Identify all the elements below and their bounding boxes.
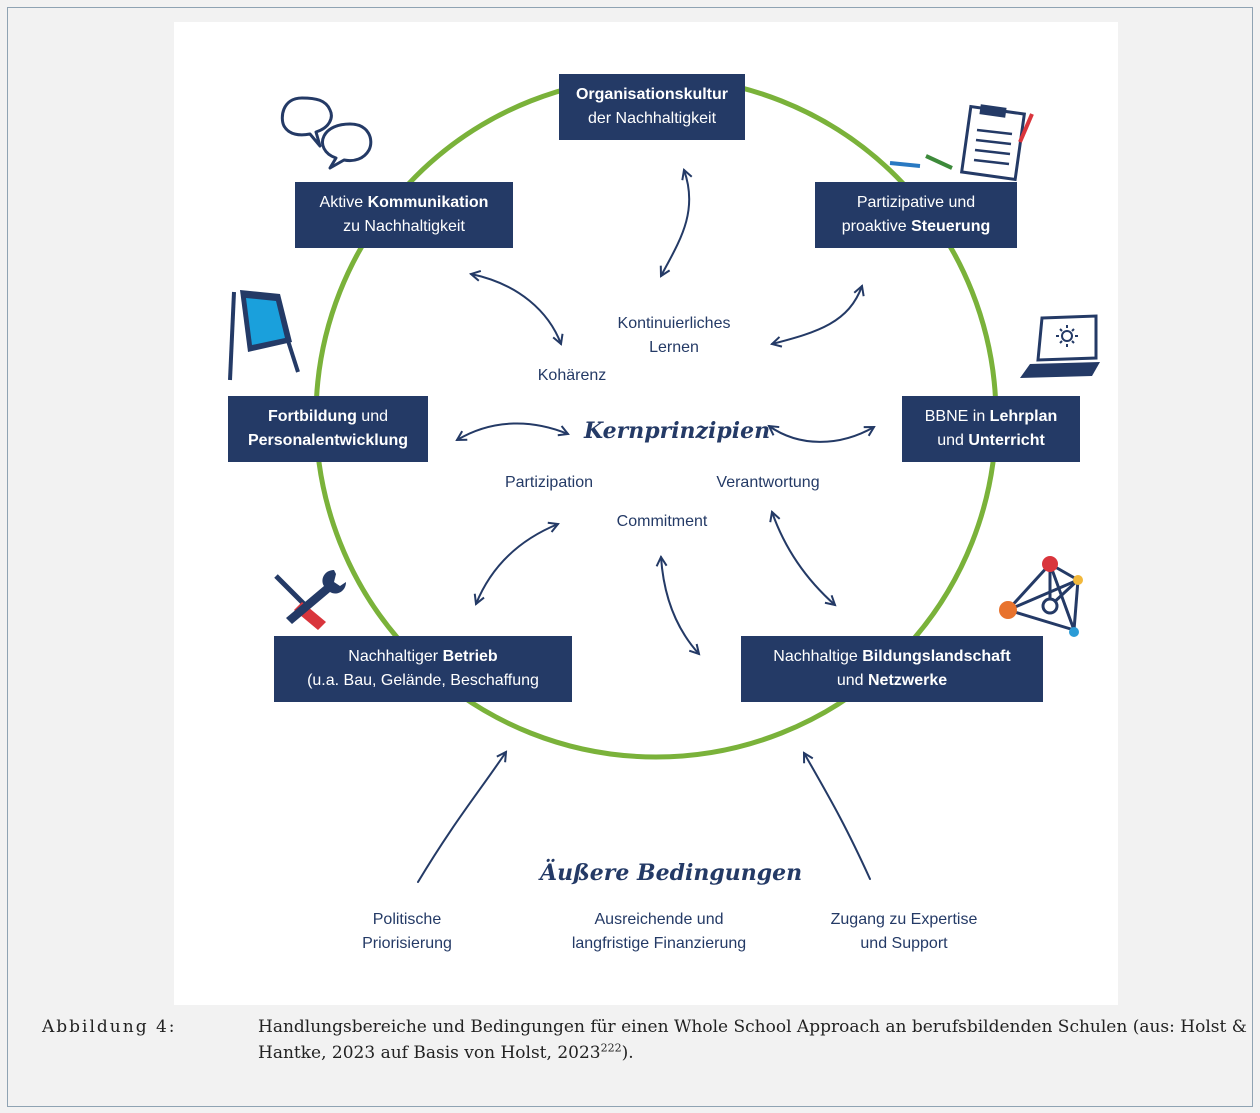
arrow-bildung	[772, 512, 835, 605]
arrow-expertise	[804, 753, 871, 880]
arrow-org	[661, 170, 689, 276]
box-fortbildung: Fortbildung und Personalentwicklung	[228, 396, 428, 462]
principle-partizipation: Partizipation	[504, 474, 594, 491]
caption-label: Abbildung 4:	[42, 1017, 177, 1037]
condition-expertise: Zugang zu Expertise und Support	[830, 911, 978, 952]
network-nodes-icon	[999, 556, 1083, 637]
principle-lernen: Kontinuierliches Lernen	[617, 315, 731, 356]
arrow-betrieb	[476, 524, 558, 604]
clipboard-pencils-icon	[889, 104, 1034, 182]
arrow-fort	[457, 422, 568, 440]
condition-finanzierung: Ausreichende und langfristige Finanzieru…	[571, 911, 747, 952]
arrow-steuer	[772, 286, 862, 344]
arrow-komm	[471, 274, 561, 344]
box-bildungslandschaft: Nachhaltige Bildungslandschaft und Netzw…	[741, 636, 1043, 702]
diagram-graphics	[228, 74, 1100, 883]
principle-verantwortung: Verantwortung	[716, 474, 820, 491]
box-betrieb: Nachhaltiger Betrieb (u.a. Bau, Gelände,…	[274, 636, 572, 702]
arrow-bbne	[769, 426, 874, 443]
display-easel-icon	[228, 290, 300, 381]
box-steuerung: Partizipative und proaktive Steuerung	[815, 182, 1017, 248]
principle-kohaerenz: Kohärenz	[537, 367, 607, 384]
diagram-panel: Organisationskultur der Nachhaltigkeit A…	[174, 22, 1118, 1005]
laptop-sun-icon	[1020, 314, 1100, 378]
box-kommunikation: Aktive Kommunikation zu Nachhaltigkeit	[295, 182, 513, 248]
caption-footnote: 222	[600, 1041, 622, 1055]
wrench-screwdriver-icon	[274, 570, 346, 630]
figure-frame: Organisationskultur der Nachhaltigkeit A…	[7, 7, 1253, 1107]
caption-text: Handlungsbereiche und Bedingungen für ei…	[258, 1017, 1247, 1063]
arrow-commit	[661, 557, 699, 654]
arrow-politik	[417, 752, 506, 883]
box-organisationskultur: Organisationskultur der Nachhaltigkeit	[559, 74, 745, 140]
principle-commitment: Commitment	[616, 513, 708, 530]
condition-politik: Politische Priorisierung	[362, 911, 452, 952]
kernprinzipien-title: Kernprinzipien	[584, 418, 771, 444]
aeussere-bedingungen-title: Äußere Bedingungen	[540, 860, 803, 886]
box-bbne: BBNE in Lehrplan und Unterricht	[902, 396, 1080, 462]
speech-bubbles-icon	[280, 96, 373, 170]
